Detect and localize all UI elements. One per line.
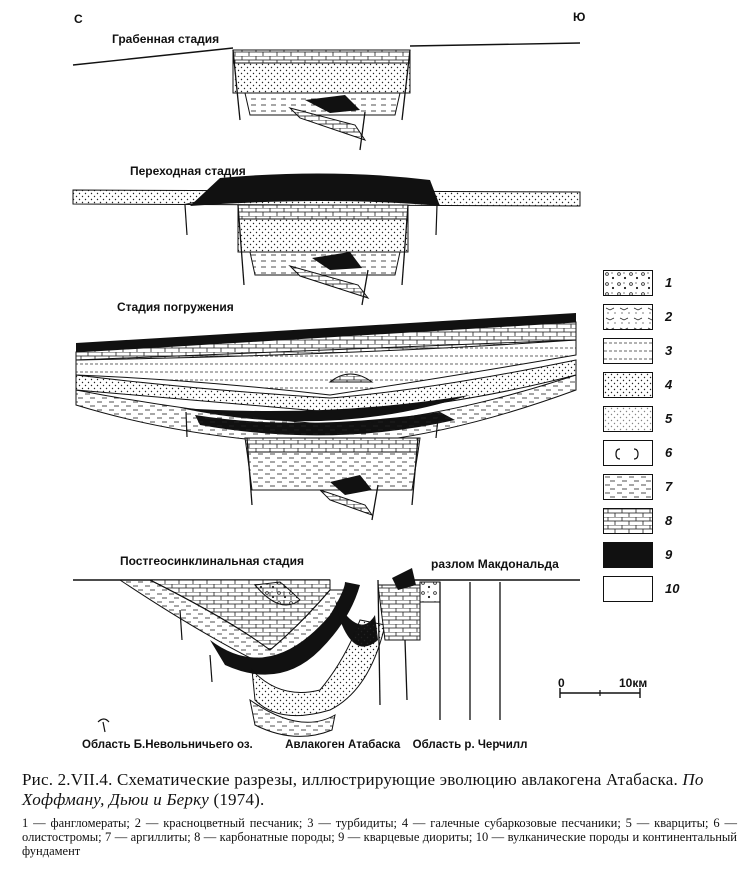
legend-swatch-quartzite	[603, 406, 653, 432]
legend-number: 5	[665, 411, 673, 426]
stage-label-transitional: Переходная стадия	[130, 164, 246, 178]
legend-swatch-turbidites	[603, 338, 653, 364]
caption-prefix: Рис. 2.VII.4. Схематические разрезы, илл…	[22, 770, 678, 789]
legend-swatch-basement	[603, 576, 653, 602]
legend-item-7: 7	[603, 474, 723, 508]
caption-year: (1974).	[213, 790, 265, 809]
direction-south-label: Ю	[573, 10, 586, 24]
legend-swatch-fanglomerate	[603, 270, 653, 296]
graben-stage-section	[72, 42, 581, 151]
fault-label: разлом Макдональда	[431, 557, 559, 571]
legend-number: 7	[665, 479, 673, 494]
region-label-great-slave-lake: Область Б.Невольничьего оз.	[82, 739, 253, 751]
legend-number: 1	[665, 275, 673, 290]
legend-swatch-red-sandstone	[603, 304, 653, 330]
stage-label-postgeosynclinal: Постгеосинклинальная стадия	[120, 554, 305, 568]
postgeosynclinal-stage-section	[73, 568, 580, 737]
legend-swatch-olistostrome	[603, 440, 653, 466]
legend-item-5: 5	[603, 406, 723, 440]
legend-number: 9	[665, 547, 673, 562]
figure-area: С Ю Грабенная стадия Переходная стадия С…	[72, 10, 723, 751]
legend-item-10: 10	[603, 576, 723, 610]
region-labels: Область Б.Невольничьего оз. Авлакоген Ат…	[82, 739, 527, 751]
legend-swatch-carbonate	[603, 508, 653, 534]
legend-number: 8	[665, 513, 673, 528]
legend-number: 3	[665, 343, 673, 358]
figure-caption: Рис. 2.VII.4. Схематические разрезы, илл…	[22, 770, 737, 858]
region-label-churchill-river: Область р. Черчилл	[412, 739, 528, 751]
legend-item-4: 4	[603, 372, 723, 406]
legend-item-9: 9	[603, 542, 723, 576]
legend-item-2: 2	[603, 304, 723, 338]
legend-swatch-argillite	[603, 474, 653, 500]
scale-labels: 0 10км	[553, 676, 673, 706]
legend-number: 10	[665, 581, 680, 596]
legend-item-3: 3	[603, 338, 723, 372]
legend-swatch-pebbly-sandstone	[603, 372, 653, 398]
legend-swatch-quartz-diorite	[603, 542, 653, 568]
legend-number: 2	[665, 309, 673, 324]
lithology-legend: 1 2 3 4 5	[603, 270, 723, 610]
scale-bar	[559, 688, 641, 698]
legend-item-6: 6	[603, 440, 723, 474]
legend-number: 4	[665, 377, 673, 392]
region-label-athapuscow-aulacogen: Авлакоген Атабаска	[285, 739, 401, 751]
transitional-stage-section	[72, 173, 581, 306]
legend-item-8: 8	[603, 508, 723, 542]
scale-zero-label: 0	[558, 676, 565, 690]
legend-number: 6	[665, 445, 673, 460]
stage-label-subsidence: Стадия погружения	[117, 300, 234, 314]
legend-item-1: 1	[603, 270, 723, 304]
stage-label-graben: Грабенная стадия	[112, 32, 220, 46]
caption-legend-text: 1 — фангломераты; 2 — красноцветный песч…	[22, 816, 737, 858]
direction-north-label: С	[74, 12, 83, 26]
caption-title: Рис. 2.VII.4. Схематические разрезы, илл…	[22, 770, 737, 810]
subsidence-stage-section	[75, 313, 577, 521]
cross-sections-drawing	[72, 42, 641, 737]
scale-ten-km-label: 10км	[619, 676, 648, 690]
caption-authors: По Хоффману, Дьюи и Берку	[22, 770, 704, 809]
